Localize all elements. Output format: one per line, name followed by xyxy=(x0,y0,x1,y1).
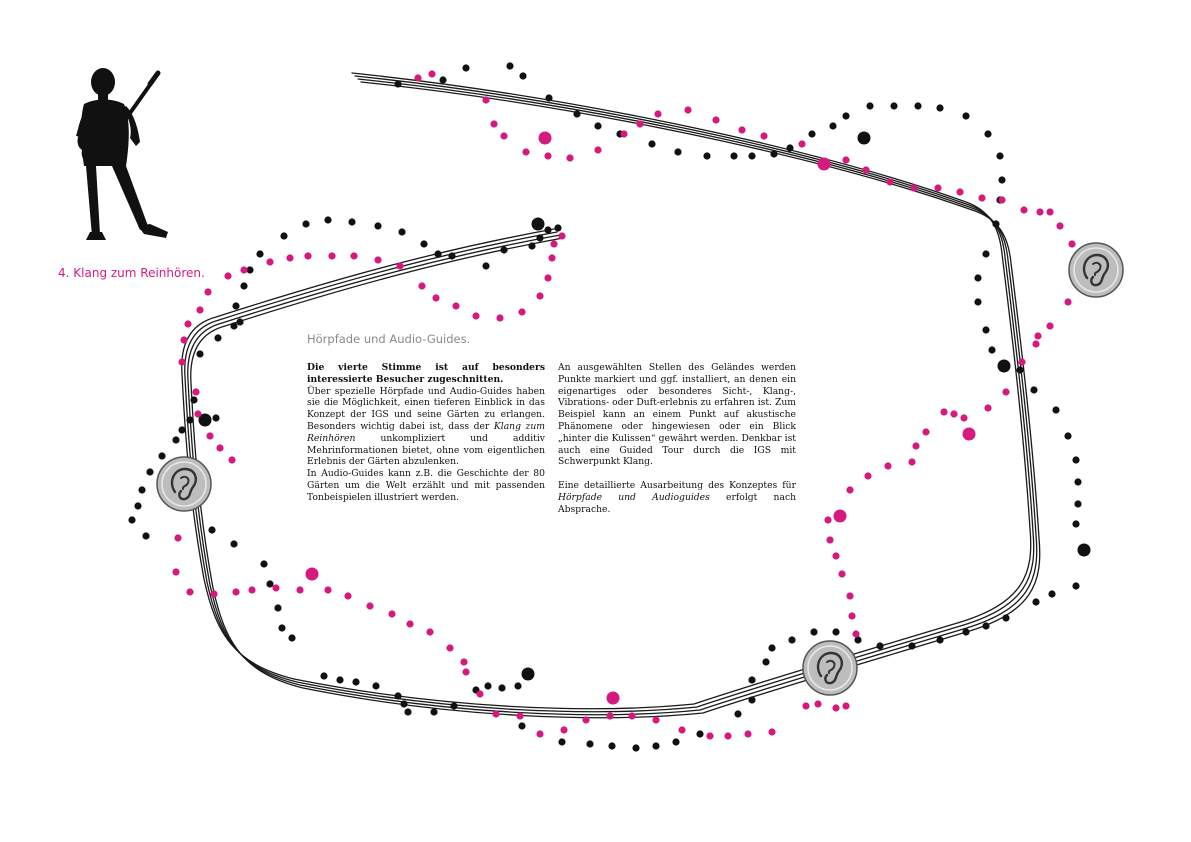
section-heading: 4. Klang zum Reinhören. xyxy=(58,266,205,280)
dotted-route-black xyxy=(128,62,1091,752)
section-number: 4. xyxy=(58,266,70,280)
dotted-route-magenta xyxy=(172,70,1076,740)
guitar-neck xyxy=(116,70,161,132)
section-title: Klang zum Reinhören. xyxy=(73,266,205,280)
body-text: Über spezielle Hörpfade und Audio-Guides… xyxy=(307,385,545,432)
text-column-left: Die vierte Stimme ist auf besonders inte… xyxy=(307,362,545,504)
body-text: Eine detaillierte Ausarbeitung des Konze… xyxy=(558,479,796,491)
ear-medallion-icon xyxy=(1068,242,1124,298)
content-subheading: Hörpfade und Audio-Guides. xyxy=(307,332,471,346)
body-text: erfolgt nach Absprache. xyxy=(558,491,797,515)
body-paragraph: In Audio-Guides kann z.B. die Geschichte… xyxy=(307,468,545,503)
emphasis-text: Klang zum Reinhören xyxy=(307,420,545,444)
text-column-right: An ausgewählten Stellen des Geländes wer… xyxy=(558,362,796,515)
ear-medallion-icon xyxy=(156,456,212,512)
emphasis-text: Hörpfade und Audioguides xyxy=(558,491,710,503)
body-paragraph: An ausgewählten Stellen des Geländes wer… xyxy=(558,362,796,468)
body-text: unkompliziert und additiv Mehrinformatio… xyxy=(307,432,545,468)
ear-medallion-icon xyxy=(802,640,858,696)
body-paragraph: Eine detaillierte Ausarbeitung des Konze… xyxy=(558,480,796,515)
body-paragraph: Über spezielle Hörpfade und Audio-Guides… xyxy=(307,386,545,469)
track-lines xyxy=(181,72,1041,719)
guitarist-silhouette-icon xyxy=(76,68,168,240)
lead-paragraph: Die vierte Stimme ist auf besonders inte… xyxy=(307,362,545,385)
